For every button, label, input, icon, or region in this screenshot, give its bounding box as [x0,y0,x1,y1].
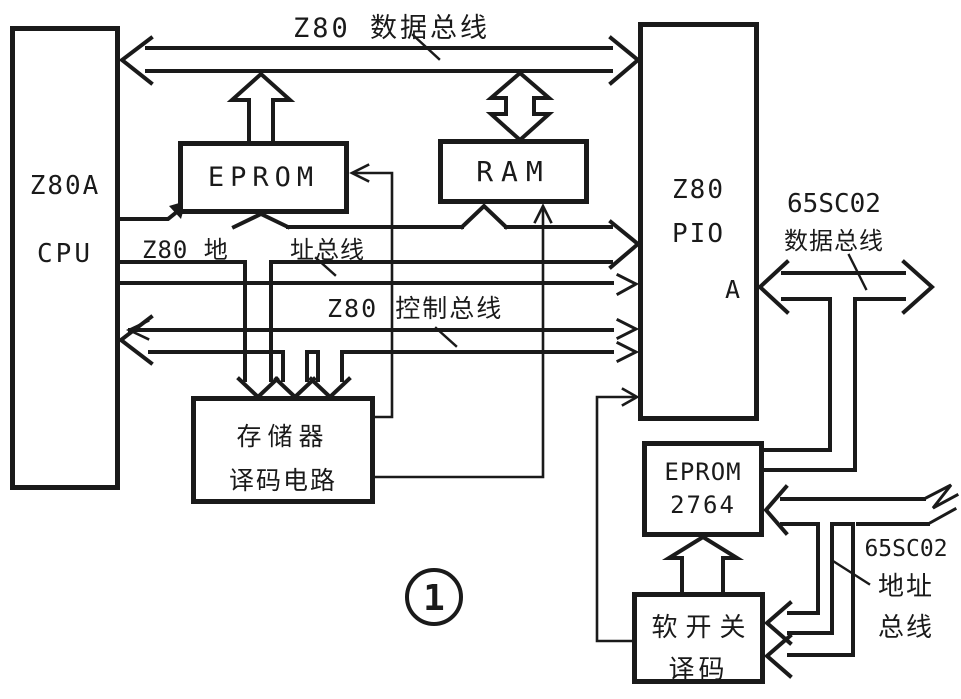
decoder-to-ram-select [373,203,553,479]
cpu-block: Z80A CPU [10,26,120,490]
sc02-address-bus-label: 65SC02 地址 总线 [851,536,961,644]
memory-decoder-line2: 译码电路 [228,466,337,495]
sc02-address-bus-label-line3: 总线 [877,613,934,643]
ram-block: RAM [438,139,589,204]
sc02-data-bus [757,253,936,472]
sc02-data-bus-label-line1: 65SC02 [787,189,881,219]
soft-switch-line1: 软开关 [651,613,754,643]
pio-label-line2: PIO [672,219,725,249]
eprom-label: EPROM [207,162,320,193]
memory-decoder-line1: 存储器 [236,422,330,451]
figure-number: 1 [423,578,445,619]
pio-label-line1: Z80 [672,175,725,205]
eprom-to-data-bus-arrow [226,71,296,143]
decoder-to-eprom-select [349,163,394,419]
z80-control-bus-label: Z80 控制总线 [327,294,504,323]
cpu-label-line1: Z80A [29,171,101,201]
softswitch-to-eprom2764-arrow [661,534,745,594]
z80-data-bus [118,33,642,86]
soft-switch-line2: 译码 [668,655,729,685]
figure-number-badge: 1 [405,568,463,626]
control-channels-to-decoder [273,350,352,400]
z80-address-bus-label-part2: 址总线 [290,236,365,264]
soft-switch-decoder-block: 软开关 译码 [632,592,765,685]
cpu-label-line2: CPU [37,239,93,269]
softswitch-to-pio-line [595,387,640,643]
eprom-2764-block: EPROM 2764 [642,441,764,537]
ram-data-bus-arrow [485,70,555,143]
z80-address-bus-label-part1: Z80 地 [142,236,229,264]
eprom-2764-line2: 2764 [670,491,736,519]
sc02-data-bus-label-line2: 数据总线 [784,227,884,255]
ram-label: RAM [476,155,551,188]
sc02-address-bus-label-line1: 65SC02 [864,536,948,562]
sc02-data-bus-label: 65SC02 数据总线 [763,189,905,256]
z80-data-bus-label: Z80 数据总线 [293,13,491,44]
sc02-address-bus-label-line2: 地址 [877,572,934,602]
eprom-2764-line1: EPROM [664,458,742,486]
eprom-block: EPROM [178,141,349,214]
memory-decoder-block: 存储器 译码电路 [191,396,375,504]
pio-port-a-label: A [724,275,740,304]
pio-block: Z80 PIO A [638,22,759,421]
sc02-address-bus [763,483,960,679]
